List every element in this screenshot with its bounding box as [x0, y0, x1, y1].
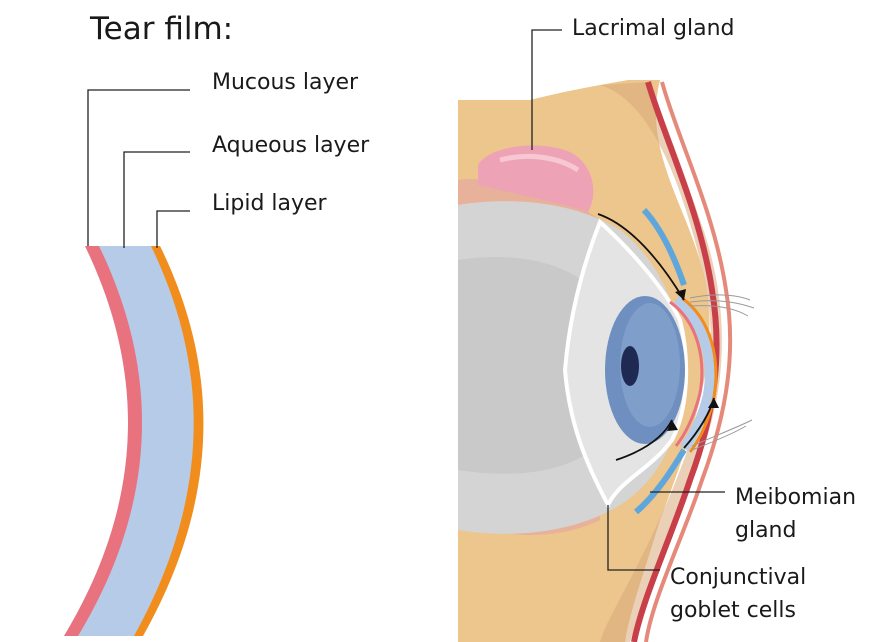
- mucous-leader-line: [88, 90, 190, 246]
- meibomian-gland-label: Meibomian gland: [735, 481, 865, 547]
- tear-film-arc: [64, 246, 203, 636]
- aqueous-layer-label: Aqueous layer: [212, 135, 369, 157]
- lacrimal-gland-label: Lacrimal gland: [572, 18, 734, 40]
- lipid-layer-label: Lipid layer: [212, 193, 327, 215]
- diagram-title: Tear film:: [90, 14, 233, 45]
- conjunctival-goblet-cells-label: Conjunctival goblet cells: [670, 561, 860, 627]
- pupil: [621, 346, 639, 386]
- lipid-leader-line: [157, 211, 190, 248]
- eye-cross-section: [458, 80, 754, 642]
- mucous-layer-label: Mucous layer: [212, 72, 358, 94]
- tear-film-leader-lines: [88, 90, 190, 248]
